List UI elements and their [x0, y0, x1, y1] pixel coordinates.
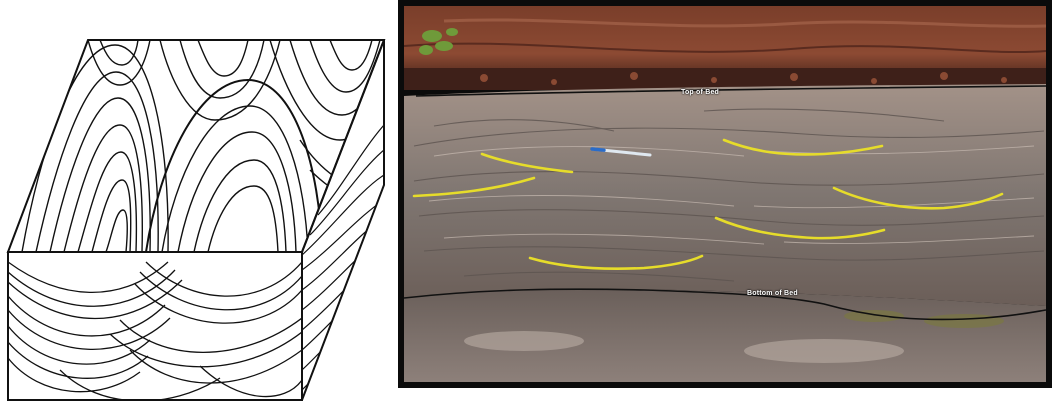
top-of-bed-label: Top of Bed [681, 89, 719, 96]
trough-cross-bedding-block-diagram [0, 0, 392, 401]
diagram-side-face [302, 125, 384, 400]
sandstone-bed [404, 84, 1046, 306]
bottom-of-bed-label: Bottom of Bed [747, 290, 798, 297]
diagram-front-face [8, 262, 302, 401]
outcrop-photo [404, 6, 1046, 382]
